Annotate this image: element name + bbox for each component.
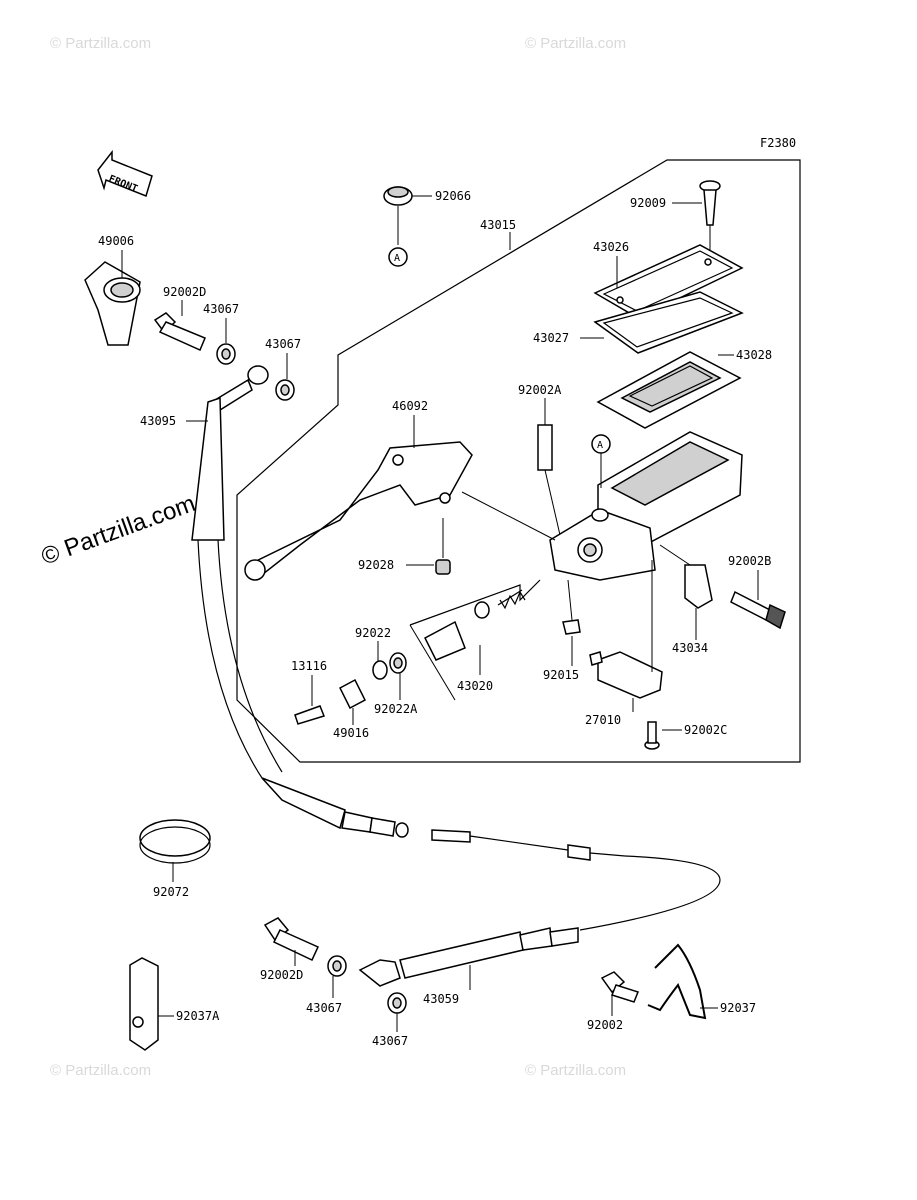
label-13116: 13116 [291,659,327,673]
circlip-92022 [372,660,388,680]
label-43067-d: 43067 [372,1034,408,1048]
label-43067-c: 43067 [306,1001,342,1015]
clip-92037A [129,957,159,1051]
figure-code: F2380 [760,136,796,150]
label-43027: 43027 [533,331,569,345]
label-92066: 92066 [435,189,471,203]
label-92072: 92072 [153,885,189,899]
label-43067-b: 43067 [265,337,301,351]
pushrod-13116 [294,705,325,725]
screw-92002A [537,424,553,471]
clamp-ring-92072 [139,819,211,864]
cable-middle [431,829,721,931]
label-92002: 92002 [587,1018,623,1032]
label-92015: 92015 [543,668,579,682]
assembly-boundary [236,159,801,763]
label-92037: 92037 [720,1001,756,1015]
plate-43027 [593,291,744,354]
svg-text:A: A [597,440,603,451]
label-43059: 43059 [423,992,459,1006]
label-49006: 49006 [98,234,134,248]
watermark-bottom-left: © Partzilla.com [50,1062,151,1079]
screw-92002C [644,721,660,750]
watermark-top-right: © Partzilla.com [525,35,626,52]
label-43095: 43095 [140,414,176,428]
label-46092: 46092 [392,399,428,413]
bolt-92002 [600,971,639,1003]
master-cylinder-body [549,431,743,581]
piston-43020 [424,589,526,661]
front-arrow-icon: FRONT [97,149,153,198]
washer-43067-b [275,379,295,401]
label-43067-a: 43067 [203,302,239,316]
label-92002B: 92002B [728,554,771,568]
label-43026: 43026 [593,240,629,254]
cap-92066 [383,186,413,206]
nut-92015 [562,619,581,635]
label-49016: 49016 [333,726,369,740]
label-92002A: 92002A [518,383,562,397]
bushing-49016 [339,678,366,710]
label-92009: 92009 [630,196,666,210]
label-92002D-top: 92002D [163,285,206,299]
label-27010: 27010 [585,713,621,727]
label-43015: 43015 [480,218,516,232]
svg-text:A: A [394,253,400,264]
label-43034: 43034 [672,641,708,655]
watermark-bottom-right: © Partzilla.com [525,1062,626,1079]
label-92002C: 92002C [684,723,727,737]
lever-46092 [244,441,473,581]
washer-92022A [389,652,407,674]
switch-27010 [589,651,663,699]
screw-92009 [699,180,721,226]
label-43028: 43028 [736,348,772,362]
boot-49006 [84,261,141,346]
ref-marker-a-1: A [388,247,408,267]
pin-92028 [435,559,451,575]
hose-fitting-mid [261,777,409,838]
hose-43095 [191,365,283,779]
label-92022: 92022 [355,626,391,640]
piston-group-bracket [409,579,541,626]
washer-43067-a [216,343,236,365]
label-92037A: 92037A [176,1009,220,1023]
bolt-92002B [730,590,786,630]
clamp-43034 [684,564,713,609]
label-92022A: 92022A [374,702,418,716]
label-43020: 43020 [457,679,493,693]
label-92002D-bottom: 92002D [260,968,303,982]
watermark-main: © Partzilla.com [38,490,199,571]
washer-43067-c [327,955,347,977]
ref-marker-a-2: A [591,434,611,454]
cover-43026 [593,244,744,319]
diaphragm-43028 [596,351,742,429]
hose-43059 [358,927,579,987]
watermark-top-left: © Partzilla.com [50,35,151,52]
label-92028: 92028 [358,558,394,572]
bolt-92002D-bottom [263,917,319,962]
washer-43067-d [387,992,407,1014]
clip-92037 [647,943,707,1020]
bolt-92002D-top [153,312,206,352]
